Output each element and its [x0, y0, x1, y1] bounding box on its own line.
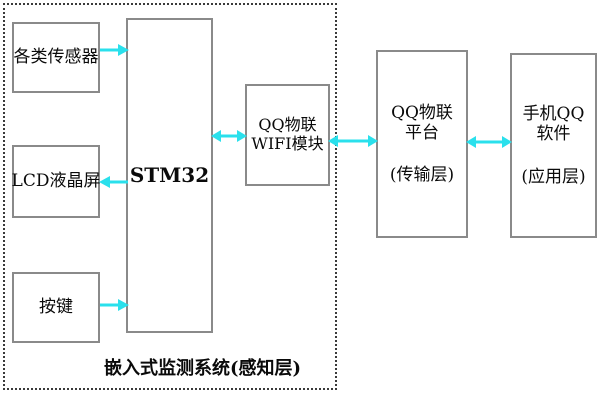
node-keys[interactable]: 按键	[12, 272, 100, 343]
perception-layer-label: 嵌入式监测系统(感知层)	[104, 358, 302, 379]
node-qq-platform-layer: (传输层)	[389, 165, 455, 186]
node-sensors[interactable]: 各类传感器	[12, 22, 100, 93]
node-sensors-label: 各类传感器	[13, 47, 99, 68]
node-lcd[interactable]: LCD液晶屏	[12, 145, 100, 218]
node-wifi-module[interactable]: QQ物联 WIFI模块	[245, 84, 330, 186]
perception-layer-boundary	[3, 3, 337, 390]
edge-platform-to-mobile	[466, 132, 512, 152]
node-qq-platform-label-line2: 平台	[405, 122, 439, 143]
node-stm32[interactable]: STM32	[126, 18, 213, 333]
node-lcd-label: LCD液晶屏	[11, 171, 101, 192]
node-wifi-module-label-line1: QQ物联	[258, 115, 317, 135]
node-qq-platform-label-line1: QQ物联	[391, 102, 453, 123]
node-mobile-qq-label-line2: 软件	[536, 124, 571, 145]
node-mobile-qq[interactable]: 手机QQ 软件 (应用层)	[510, 53, 597, 238]
node-keys-label: 按键	[39, 297, 73, 318]
node-mobile-qq-layer: (应用层)	[521, 166, 586, 187]
node-mobile-qq-label-line1: 手机QQ	[522, 104, 585, 125]
node-wifi-module-label-line2: WIFI模块	[251, 134, 324, 153]
node-qq-platform[interactable]: QQ物联 平台 (传输层)	[376, 50, 468, 238]
node-stm32-label: STM32	[129, 162, 210, 187]
